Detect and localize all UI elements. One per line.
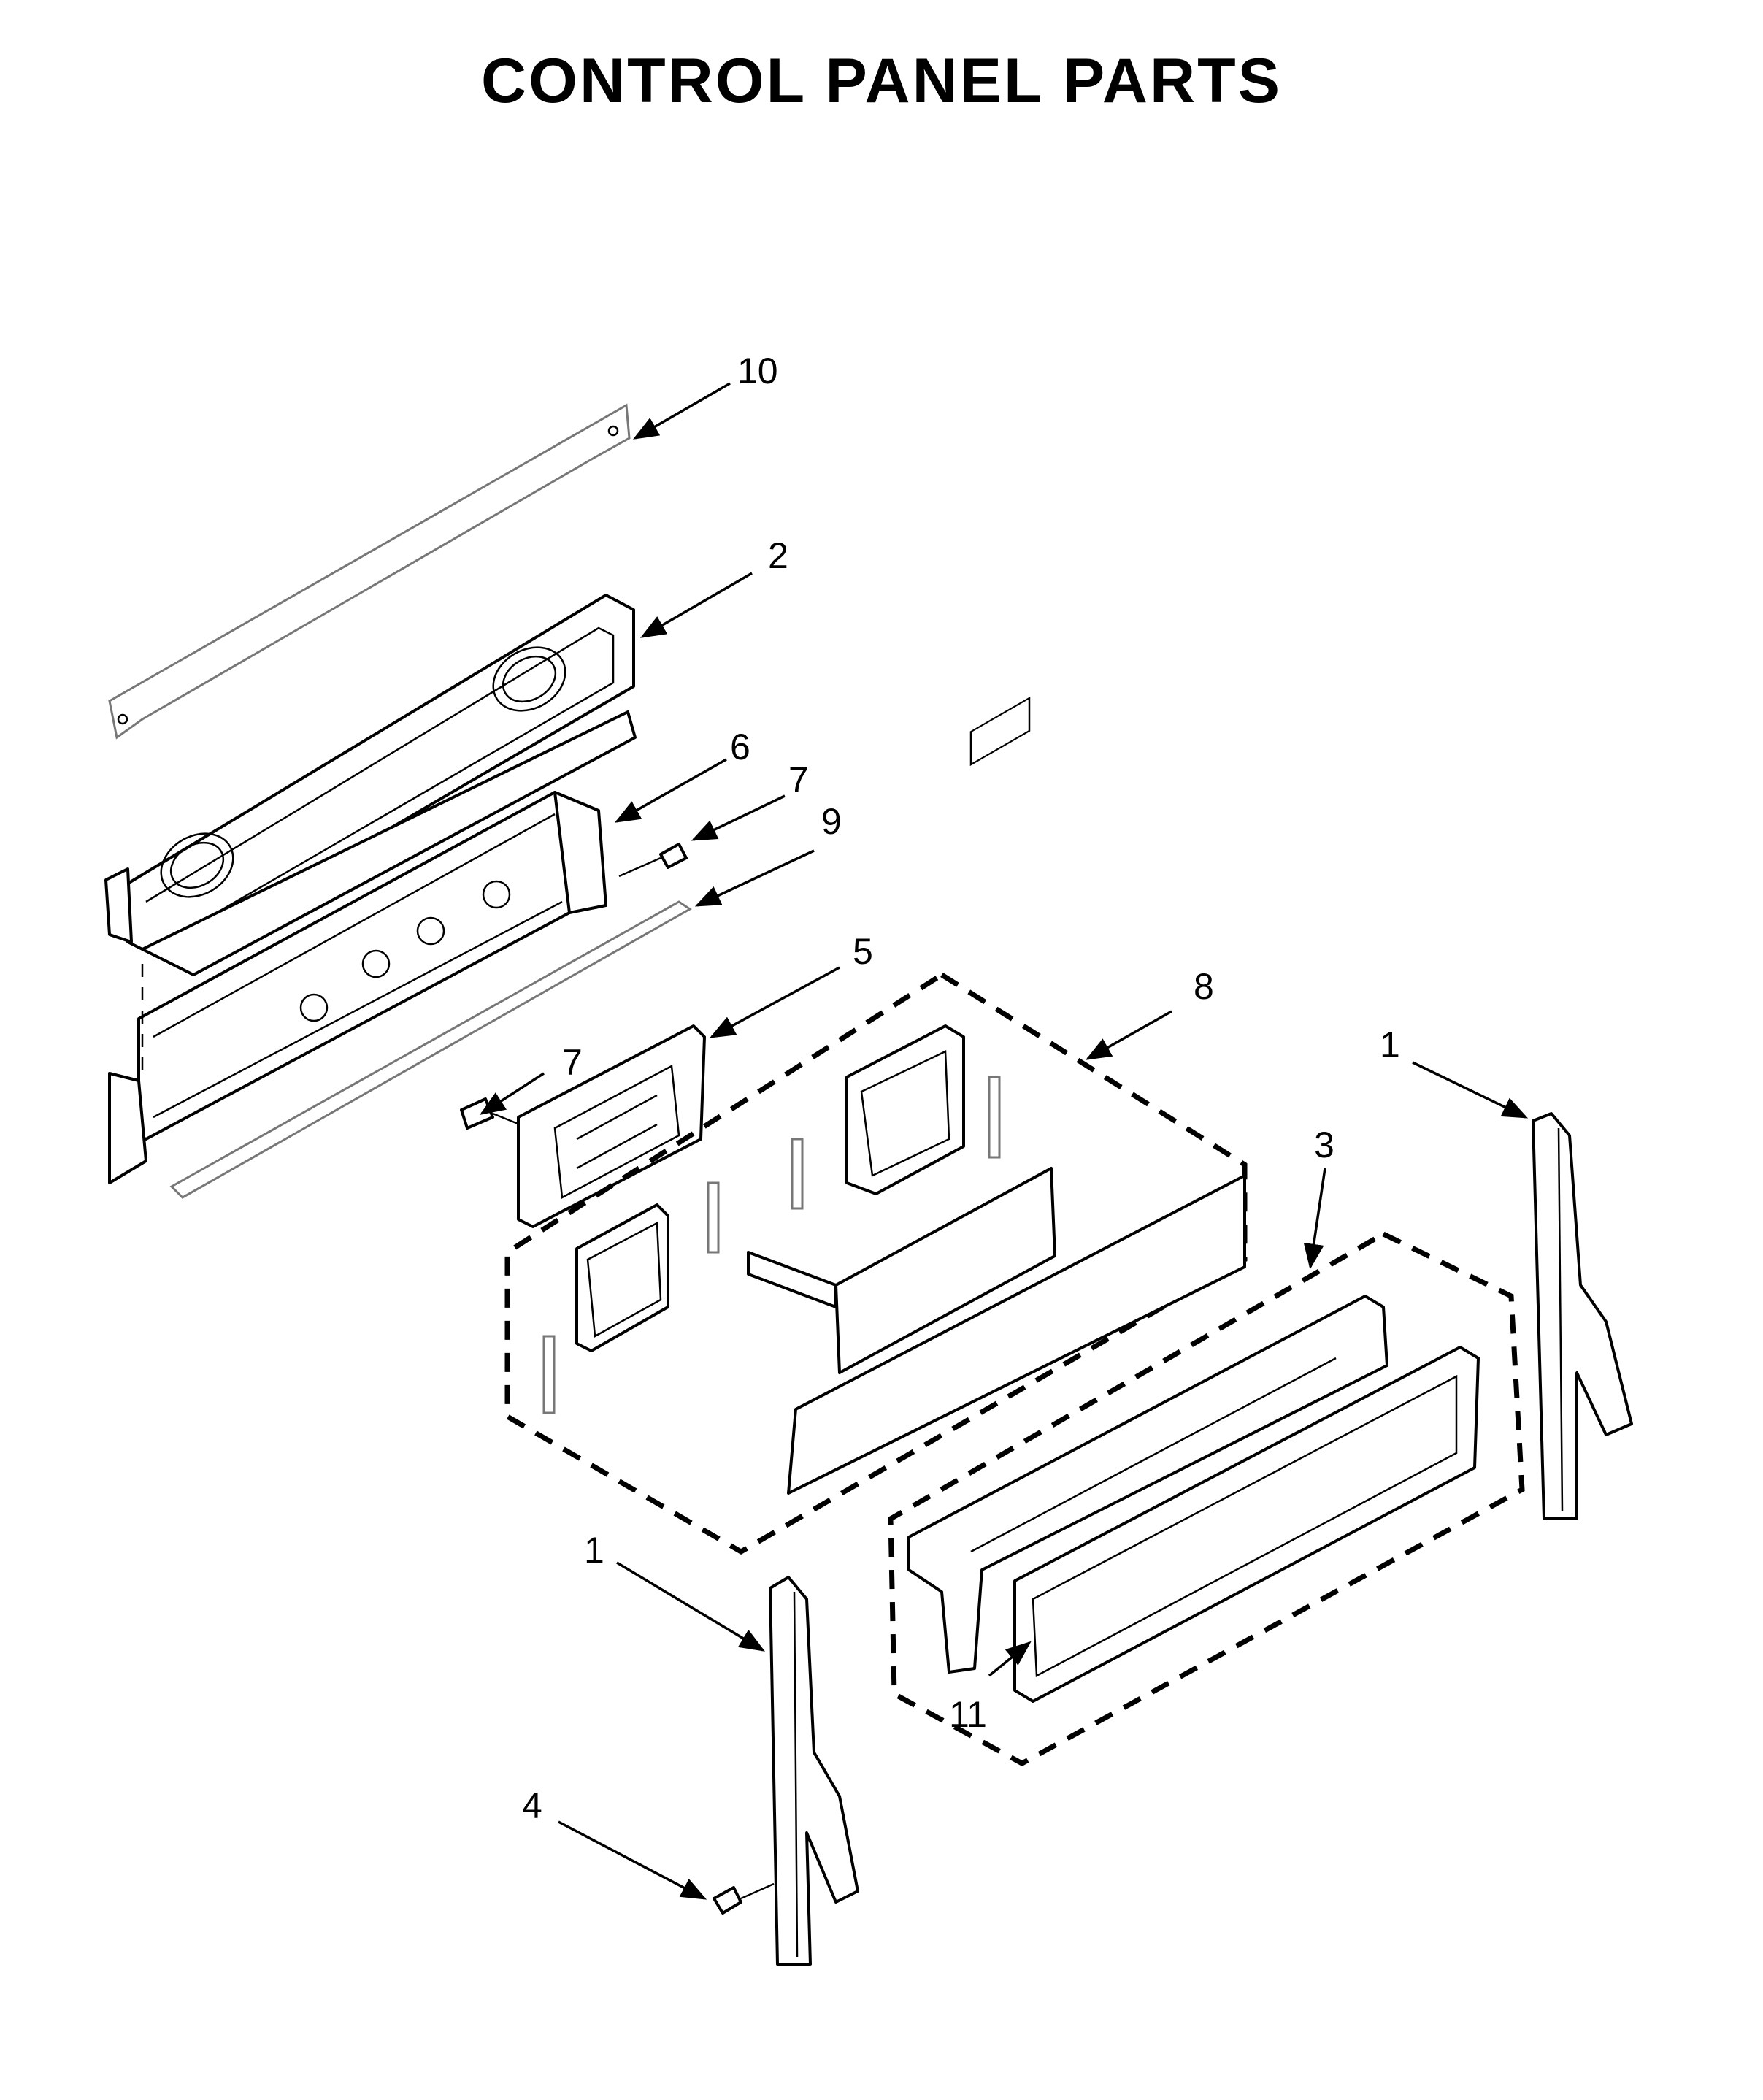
part-5-control-board: [517, 1024, 706, 1228]
part-3-trim-frame: [888, 1231, 1525, 1766]
callout-3: 3: [1314, 1124, 1334, 1165]
part-11-trim-inner: [1013, 1346, 1480, 1703]
callout-2: 2: [768, 535, 788, 576]
leader-lines: [480, 382, 1529, 1900]
callout-4: 4: [522, 1785, 542, 1826]
callout-5: 5: [853, 931, 873, 972]
part-1-side-bracket-left: [769, 1576, 859, 1966]
part-2-housing: [104, 594, 637, 976]
part-7-screw-lower: [460, 1097, 521, 1130]
callout-6: 6: [730, 727, 750, 767]
callout-7-upper: 7: [788, 759, 809, 800]
part-7-screw-upper: [618, 843, 688, 878]
diagram-title: CONTROL PANEL PARTS: [480, 46, 1283, 116]
callout-7-lower: 7: [562, 1042, 583, 1083]
callout-9: 9: [821, 801, 842, 842]
part-1-side-bracket-right: [1532, 1112, 1633, 1520]
part-10-trim-strip: [108, 403, 631, 740]
callout-1-right: 1: [1380, 1024, 1400, 1065]
part-9-trim-strip: [169, 900, 692, 1199]
callout-1-left: 1: [584, 1530, 604, 1571]
part-6-bracket: [108, 791, 607, 1184]
part-8-interface-assembly: [504, 696, 1248, 1555]
callout-8: 8: [1194, 966, 1214, 1007]
callout-11: 11: [949, 1694, 987, 1735]
part-4-screw: [713, 1882, 775, 1915]
callout-10: 10: [737, 350, 778, 391]
